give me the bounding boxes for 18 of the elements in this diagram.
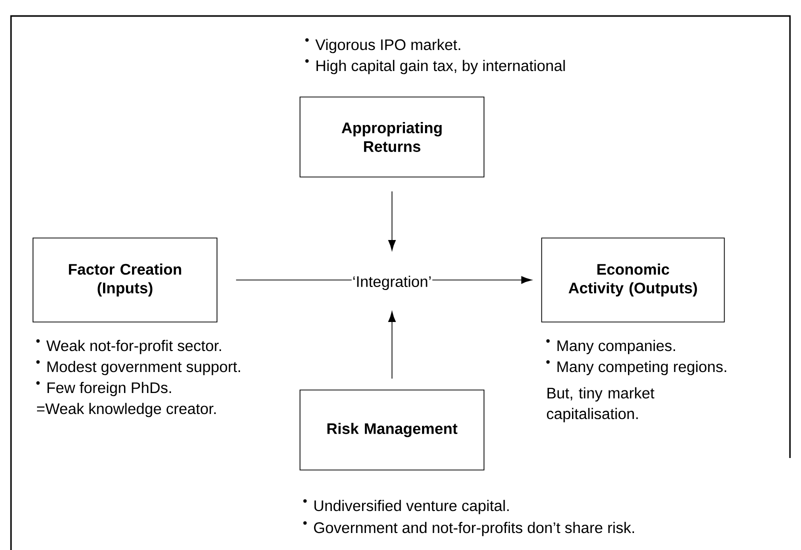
note-text: Weak not-for-profit sector.: [46, 340, 221, 354]
process-box: Appropriating Returns: [300, 96, 484, 178]
note-text: Undiversified venture capital.: [314, 500, 509, 514]
note-text: =Weak knowledge creator.: [37, 402, 216, 418]
note-text: Vigorous IPO market.: [315, 38, 460, 54]
note-text: Government and not-for-profits don’t share risk.: [314, 522, 634, 536]
note-text: Modest government support.: [48, 360, 240, 376]
process-box: Economic Activity (Outputs): [541, 238, 725, 322]
arrow: [388, 191, 396, 251]
arrow: [388, 311, 396, 379]
edge-label: ‘Integration’: [352, 275, 432, 291]
note-text: Few foreign PhDs.: [48, 382, 171, 396]
process-box: Factor Creation (Inputs): [32, 238, 218, 322]
note-text: But, tiny market capitalisation.: [546, 387, 654, 422]
process-box: Risk Management: [300, 390, 484, 470]
note-text: Many companies.: [558, 340, 675, 354]
note-text: High capital gain tax, by international: [316, 60, 565, 74]
note-text: Many competing regions.: [558, 360, 726, 376]
